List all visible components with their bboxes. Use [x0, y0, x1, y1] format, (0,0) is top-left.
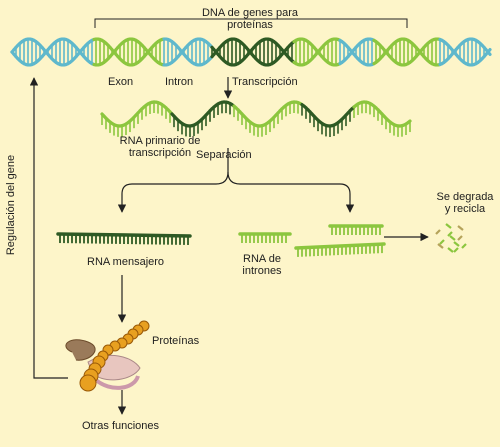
debris-fragment — [453, 247, 459, 253]
debris-fragment — [447, 231, 453, 237]
degrade-label-line2: y recicla — [444, 203, 486, 215]
primary-rna-transcript — [100, 100, 412, 137]
separation-arrows — [117, 148, 229, 213]
separation-label: Separación — [196, 149, 252, 161]
dna-title-line2: proteínas — [227, 19, 273, 31]
debris-fragment — [449, 235, 456, 241]
debris-fragment — [437, 243, 444, 249]
gene-bracket — [94, 18, 408, 28]
primary-rna-label-line1: RNA primario de — [119, 135, 201, 147]
debris-fragment — [457, 225, 464, 231]
intron-rna-label: RNA de intrones — [232, 253, 292, 277]
debris-fragment — [453, 241, 460, 247]
debris-fragment — [461, 243, 467, 249]
other-functions-label: Otras funciones — [82, 420, 160, 432]
gene-regulation-label: Regulación del gene — [5, 154, 17, 256]
protein-label: Proteínas — [152, 335, 200, 347]
degrade-label-line1: Se degrada — [436, 191, 494, 203]
dna-double-helix — [10, 37, 492, 67]
transcription-label: Transcripción — [232, 76, 298, 88]
dna-backbone — [486, 48, 492, 54]
debris-fragment — [439, 239, 445, 245]
primary-rna-label: RNA primario de transcripción — [100, 135, 220, 159]
dna-title: DNA de genes para proteínas — [190, 7, 310, 31]
messenger-rna-strand — [56, 232, 192, 245]
protein-bead — [79, 374, 97, 392]
intron-label: Intron — [165, 76, 194, 88]
dna-title-line1: DNA de genes para — [201, 7, 298, 19]
debris-fragment — [447, 247, 454, 253]
debris-fragment — [435, 229, 441, 235]
intron-rna-label-line1: RNA de — [243, 253, 281, 265]
debris-fragment — [457, 235, 463, 241]
intron-rna-fragments — [238, 224, 386, 257]
separation-arrow-right — [227, 171, 355, 213]
regulation-feedback-arrow — [29, 77, 68, 379]
intron-rna-label-line2: intrones — [242, 265, 282, 277]
mrna-label: RNA mensajero — [87, 256, 165, 268]
debris-fragment — [445, 223, 452, 229]
protein-structure — [65, 320, 150, 392]
degraded-rna-debris — [435, 223, 467, 253]
primary-rna-label-line2: transcripción — [128, 147, 192, 159]
degrade-label: Se degrada y recicla — [430, 191, 500, 215]
rna-backbone — [406, 119, 412, 125]
exon-label: Exon — [108, 76, 134, 88]
